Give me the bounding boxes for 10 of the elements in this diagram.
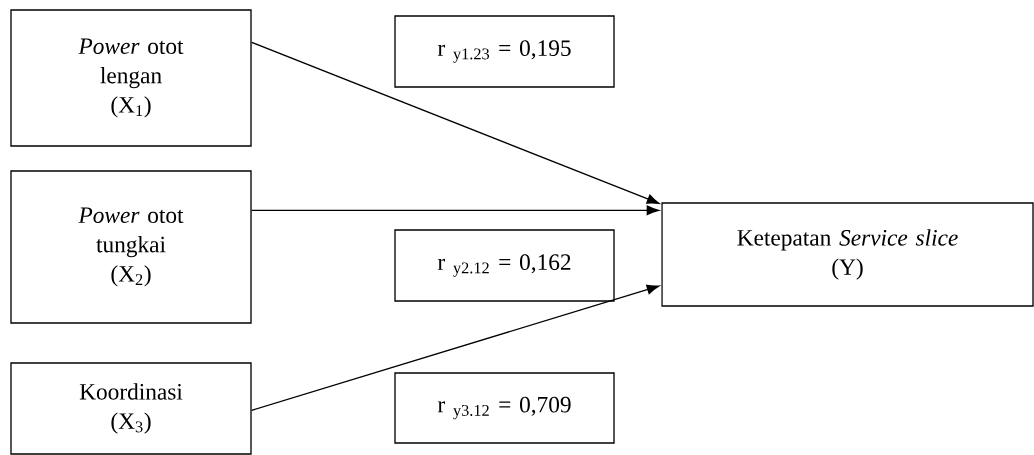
outcome-box: Ketepatan Service slice (Y): [661, 202, 1034, 307]
variable-box: Power otot tungkai (X$_{2}$): [10, 170, 252, 324]
arrow: [251, 205, 660, 216]
arrow: [251, 41, 660, 204]
arrow: [251, 284, 660, 411]
coefficient-box: r $_{y3.12}$ = 0,709: [394, 372, 615, 444]
coefficient-box: r $_{y1.23}$ = 0,195: [394, 15, 615, 88]
variable-box: Koordinasi (X$_{3}$): [10, 362, 252, 455]
variable-box: Power otot lengan (X$_{1}$): [10, 9, 252, 147]
coefficient-box: r $_{y2.12}$ = 0,162: [394, 229, 615, 302]
